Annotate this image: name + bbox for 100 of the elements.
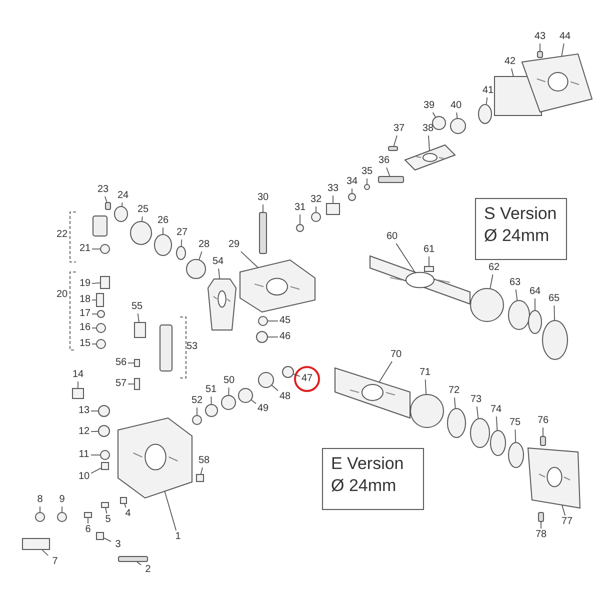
callout-number: 2	[139, 563, 157, 576]
pin-part	[105, 202, 111, 210]
ring-part	[192, 415, 202, 425]
leader-line	[486, 97, 488, 105]
leader-line	[92, 248, 100, 250]
callout-number: 53	[185, 340, 199, 353]
callout-number: 44	[556, 30, 574, 43]
leader-line	[378, 361, 392, 382]
callout-number: 47	[298, 372, 316, 385]
callout-number: 4	[119, 507, 137, 520]
ring-part	[130, 221, 152, 245]
callout-number: 52	[188, 394, 206, 407]
callout-number: 43	[531, 30, 549, 43]
leader-line	[454, 397, 456, 409]
leader-line	[293, 374, 300, 377]
callout-number: 31	[291, 201, 309, 214]
leader-line	[540, 522, 542, 529]
callout-number: 7	[46, 555, 64, 568]
callout-number: 3	[109, 538, 127, 551]
block-part	[100, 276, 110, 289]
pin-part	[378, 176, 404, 183]
leader-line	[90, 410, 98, 412]
callout-number: 65	[545, 292, 563, 305]
ring-part	[311, 212, 321, 222]
leader-line	[424, 379, 426, 394]
block-part	[120, 497, 127, 504]
callout-number: 12	[75, 425, 93, 438]
leader-line	[386, 167, 390, 176]
callout-number: 33	[324, 182, 342, 195]
leader-line	[496, 416, 498, 430]
callout-number: 13	[75, 404, 93, 417]
block-part	[196, 474, 204, 482]
ring-part	[154, 234, 172, 256]
block-part	[84, 512, 92, 518]
callout-number: 20	[55, 288, 69, 301]
callout-number: 45	[276, 314, 294, 327]
leader-line	[104, 196, 108, 202]
ring-part	[100, 450, 110, 460]
housing-part	[528, 448, 580, 508]
pin-part	[388, 146, 398, 151]
callout-number: 17	[76, 307, 94, 320]
callout-number: 48	[276, 390, 294, 403]
block-part	[134, 359, 140, 367]
leader-line	[90, 454, 100, 456]
callout-number: 40	[447, 99, 465, 112]
callout-number: 72	[445, 384, 463, 397]
housing-part	[405, 145, 455, 170]
block-part	[96, 532, 104, 540]
leader-line	[561, 43, 564, 57]
leader-line	[268, 320, 278, 322]
ring-part	[478, 104, 492, 124]
leader-line	[251, 400, 256, 404]
ring-part	[35, 512, 45, 522]
version-text: E Version	[331, 453, 405, 475]
version-text: S Version	[484, 203, 558, 225]
callout-number: 54	[209, 255, 227, 268]
leader-line	[90, 468, 102, 474]
callout-number: 9	[53, 493, 71, 506]
block-part	[101, 462, 109, 470]
ring-part	[205, 404, 218, 417]
leader-line	[515, 289, 518, 301]
ring-part	[100, 244, 110, 254]
block-part	[326, 203, 340, 215]
housing-part	[370, 256, 470, 304]
leader-line	[456, 112, 458, 118]
block-part	[96, 293, 104, 307]
callout-number: 16	[76, 321, 94, 334]
leader-line	[428, 135, 430, 152]
callout-number: 6	[79, 523, 97, 536]
ring-part	[186, 259, 206, 279]
ring-part	[97, 310, 105, 318]
leader-line	[200, 467, 203, 474]
callout-number: 10	[75, 470, 93, 483]
callout-number: 19	[76, 277, 94, 290]
leader-line	[476, 406, 479, 419]
leader-line	[124, 504, 126, 508]
callout-number: 57	[112, 377, 130, 390]
leader-line	[137, 313, 140, 322]
pin-part	[118, 556, 148, 562]
ring-part	[96, 323, 106, 333]
callout-number: 42	[501, 55, 519, 68]
block-part	[22, 538, 50, 550]
callout-number: 41	[479, 84, 497, 97]
callout-number: 21	[76, 242, 94, 255]
callout-number: 39	[420, 99, 438, 112]
block-part	[424, 266, 434, 272]
leader-line	[128, 362, 134, 364]
callout-number: 49	[254, 402, 272, 415]
ring-part	[528, 310, 542, 334]
leader-line	[136, 562, 142, 566]
callout-number: 8	[31, 493, 49, 506]
callout-number: 14	[69, 368, 87, 381]
ring-part	[470, 418, 490, 448]
housing-part	[118, 418, 192, 498]
ring-part	[57, 512, 67, 522]
ring-part	[96, 339, 106, 349]
callout-number: 5	[99, 513, 117, 526]
callout-number: 36	[375, 154, 393, 167]
ring-part	[256, 331, 268, 343]
ring-part	[114, 206, 128, 222]
